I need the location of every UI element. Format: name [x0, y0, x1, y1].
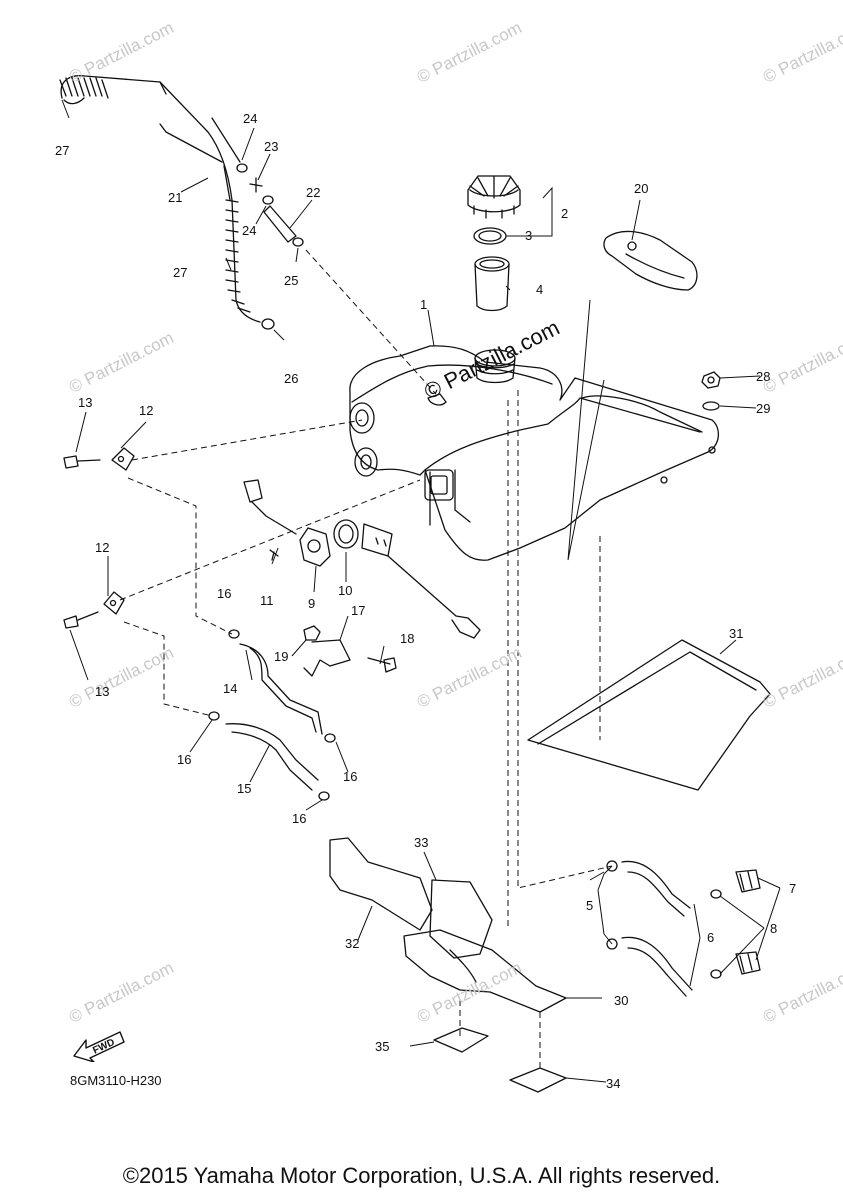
- callout-35[interactable]: 35: [375, 1039, 390, 1054]
- callout-26[interactable]: 26: [284, 371, 299, 386]
- filters-7: [735, 869, 761, 975]
- nut-28: [701, 371, 721, 389]
- callout-11[interactable]: 11: [260, 593, 274, 608]
- callout-1[interactable]: 1: [420, 297, 428, 312]
- hose-15: [225, 723, 319, 791]
- callout-22[interactable]: 22: [306, 185, 321, 200]
- fuel-tank: [349, 345, 719, 561]
- pad-34: [509, 1067, 567, 1093]
- bolt-18: [367, 657, 397, 673]
- callout-19[interactable]: 19: [274, 649, 289, 664]
- tank-strap: [603, 230, 698, 291]
- callout-33[interactable]: 33: [414, 835, 429, 850]
- clip-12-lower: [103, 591, 125, 615]
- cap-gasket: [473, 227, 507, 245]
- callout-7[interactable]: 7: [789, 881, 797, 896]
- vent-fittings: [236, 163, 304, 247]
- callout-3[interactable]: 3: [525, 228, 533, 243]
- callout-15[interactable]: 15: [237, 781, 252, 796]
- assembly-lines: [119, 249, 613, 1072]
- callout-23[interactable]: 23: [264, 139, 279, 154]
- callout-8[interactable]: 8: [770, 921, 778, 936]
- callout-9[interactable]: 9: [308, 596, 316, 611]
- callout-16-a[interactable]: 16: [217, 586, 232, 601]
- callout-24-upper[interactable]: 24: [243, 111, 258, 126]
- callout-28[interactable]: 28: [756, 369, 771, 384]
- hose-14: [239, 643, 323, 735]
- washer-29: [702, 401, 720, 411]
- callout-27-lower[interactable]: 27: [173, 265, 188, 280]
- callout-30[interactable]: 30: [614, 993, 629, 1008]
- callout-4[interactable]: 4: [536, 282, 544, 297]
- clamp-16: [208, 629, 336, 801]
- bracket-17: [303, 639, 351, 677]
- callout-24-lower[interactable]: 24: [242, 223, 257, 238]
- fwd-label: FWD: [91, 1037, 116, 1057]
- callout-21[interactable]: 21: [168, 190, 183, 205]
- filler-strainer: [474, 256, 510, 312]
- pad-35: [433, 1027, 489, 1053]
- callout-2[interactable]: 2: [561, 206, 569, 221]
- callout-6[interactable]: 6: [707, 930, 715, 945]
- callout-16-c[interactable]: 16: [343, 769, 358, 784]
- vent-hose: [59, 75, 275, 330]
- plate-31: [527, 639, 771, 791]
- drain-hoses-6: [621, 860, 693, 997]
- callout-25[interactable]: 25: [284, 273, 299, 288]
- callout-10[interactable]: 10: [338, 583, 353, 598]
- callout-13-upper[interactable]: 13: [78, 395, 93, 410]
- leader-lines: [61, 99, 781, 1083]
- callout-32[interactable]: 32: [345, 936, 360, 951]
- nut-19: [303, 625, 321, 641]
- callout-29[interactable]: 29: [756, 401, 771, 416]
- callout-20[interactable]: 20: [634, 181, 649, 196]
- callout-16-b[interactable]: 16: [177, 752, 192, 767]
- callout-34[interactable]: 34: [606, 1076, 621, 1091]
- bolt-13-lower: [63, 611, 99, 629]
- clamps-8: [710, 889, 722, 979]
- callout-12-upper[interactable]: 12: [139, 403, 154, 418]
- callout-17[interactable]: 17: [351, 603, 366, 618]
- diagram-code: 8GM3110-H230: [70, 1073, 162, 1088]
- fuel-cap: [467, 175, 521, 219]
- plate-30: [403, 929, 567, 1013]
- fwd-arrow-icon: FWD: [73, 1031, 125, 1062]
- copyright-notice: ©2015 Yamaha Motor Corporation, U.S.A. A…: [122, 1163, 721, 1188]
- callout-27-upper[interactable]: 27: [55, 143, 70, 158]
- plate-33: [429, 879, 493, 959]
- fuel-pump: [243, 479, 481, 639]
- callout-12-lower[interactable]: 12: [95, 540, 110, 555]
- callout-13-lower[interactable]: 13: [95, 684, 110, 699]
- callout-31[interactable]: 31: [729, 626, 744, 641]
- clamps-5: [606, 860, 618, 950]
- clip-12-upper: [111, 447, 135, 471]
- callout-16-d[interactable]: 16: [292, 811, 307, 826]
- callout-18[interactable]: 18: [400, 631, 415, 646]
- bolt-13-upper: [63, 455, 101, 469]
- plate-32: [329, 837, 433, 931]
- callout-14[interactable]: 14: [223, 681, 238, 696]
- callout-5[interactable]: 5: [586, 898, 594, 913]
